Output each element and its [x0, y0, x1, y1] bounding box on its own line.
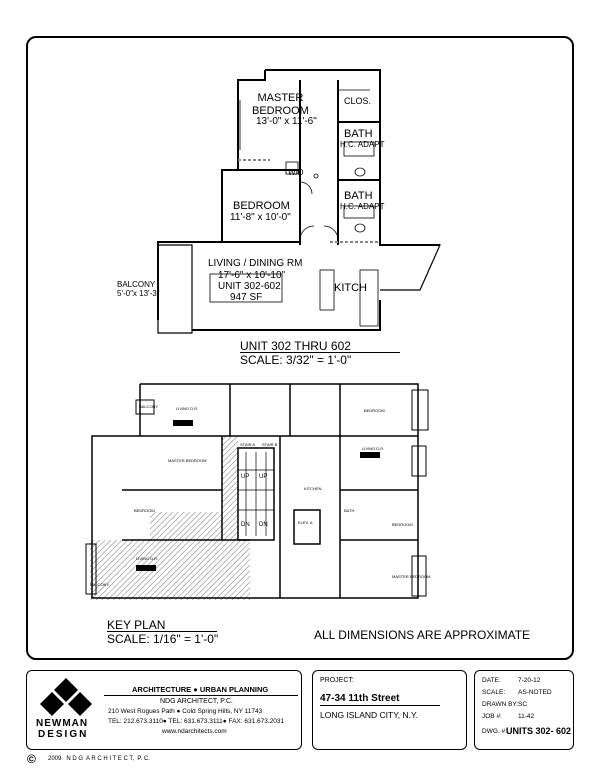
- key-up-1: UP: [241, 474, 250, 480]
- bath1-note: H.C. ADAPT: [340, 140, 385, 149]
- firm-name: NDG ARCHITECT, P.C.: [160, 698, 233, 705]
- key-dn-1: DN: [241, 522, 250, 528]
- firm-address: 210 West Rogues Path ● Cold Spring Hills…: [108, 708, 263, 715]
- unit-name-label: UNIT 302-602: [218, 281, 281, 292]
- info-box: [474, 670, 574, 750]
- unit-floor-plan: [157, 69, 441, 334]
- kitchen-label: KITCH: [334, 282, 367, 294]
- key-living-right: LIVING D.R.: [362, 446, 385, 451]
- balcony-label: BALCONY: [117, 280, 156, 289]
- project-city: LONG ISLAND CITY, N.Y.: [320, 710, 418, 720]
- key-bedroom-top: BEDROOM: [364, 408, 385, 413]
- key-plan-title: KEY PLAN: [107, 618, 166, 632]
- key-master-bedroom-right: MASTER BEDROOM: [392, 574, 431, 579]
- key-dn-2: DN: [259, 522, 268, 528]
- key-bedroom-left: BEDROOM: [134, 508, 155, 513]
- firm-phones: TEL: 212.673.3110● TEL: 631.673.3111● FA…: [108, 718, 285, 725]
- job-value: 11-42: [518, 713, 535, 720]
- dimensions-note: ALL DIMENSIONS ARE APPROXIMATE: [314, 628, 531, 642]
- living-dims: 17'-6" x 10'-10": [218, 270, 286, 281]
- date-label: DATE:: [482, 677, 501, 684]
- scale-value: AS-NOTED: [518, 689, 552, 696]
- unit-area-label: 947 SF: [230, 292, 263, 303]
- key-stair-b: STAIR B: [262, 442, 278, 447]
- bath2-note: H.C. ADAPT: [340, 202, 385, 211]
- bedroom-label: BEDROOM: [233, 200, 290, 212]
- bedroom-dims: 11'-8" x 10'-0": [230, 212, 291, 223]
- key-kitchen: KITCHEN: [304, 486, 322, 491]
- logo-sub: DESIGN: [38, 729, 89, 740]
- drawing-border: [26, 36, 574, 660]
- key-floor-plan: [85, 383, 429, 600]
- master-bedroom-dims: 13'-0" x 11'-6": [256, 116, 317, 127]
- firm-tagline-rule: [104, 695, 298, 696]
- firm-web: www.ndarchitects.com: [162, 728, 227, 735]
- key-balcony-top: BALCONY: [139, 404, 159, 409]
- copyright-text: 2009 N D G A R C H I T E C T, P. C.: [48, 756, 150, 762]
- project-box: [312, 670, 467, 750]
- key-balcony-bottom: BALCONY: [90, 582, 110, 587]
- key-stair-a: STAIR A: [240, 442, 256, 447]
- unit-plan-title: UNIT 302 THRU 602: [240, 339, 351, 353]
- drawn-label: DRAWN BY:: [482, 701, 519, 708]
- logo-name: NEWMAN: [36, 718, 89, 729]
- copyright-icon: ©: [27, 752, 36, 766]
- balcony-dims: 5'-0"x 13'-3": [117, 289, 160, 298]
- scale-label: SCALE:: [482, 689, 506, 696]
- date-value: 7-20-12: [518, 677, 541, 684]
- unit-plan-scale: SCALE: 3/32" = 1'-0": [240, 353, 352, 367]
- project-name: 47-34 11th Street: [320, 693, 400, 704]
- dwg-value: UNITS 302- 602: [506, 726, 572, 736]
- dwg-label: DWG. #:: [482, 728, 507, 735]
- key-up-2: UP: [259, 474, 268, 480]
- project-name-rule: [320, 705, 440, 706]
- firm-box: [26, 670, 302, 750]
- firm-tagline: ARCHITECTURE ● URBAN PLANNING: [132, 685, 269, 694]
- key-bedroom-right: BEDROOM: [392, 522, 413, 527]
- bath1-label: BATH: [344, 128, 373, 140]
- key-living-bottom: LIVING D.R.: [136, 556, 159, 561]
- unit-plan-title-rule: [240, 352, 400, 353]
- closet-label: CLOS.: [344, 96, 372, 106]
- key-living-top: LIVING D.R.: [176, 406, 199, 411]
- job-label: JOB #:: [482, 713, 502, 720]
- project-label: PROJECT:: [320, 677, 354, 684]
- key-bath: BATH: [344, 508, 355, 513]
- key-plan-scale: SCALE: 1/16" = 1'-0": [107, 632, 219, 646]
- newman-logo-mark: [40, 678, 92, 716]
- wd-label: W/D: [288, 168, 304, 177]
- key-master-bedroom-left: MASTER BEDROOM: [168, 458, 207, 463]
- master-bedroom-label: MASTER BEDROOM: [252, 92, 309, 117]
- bath2-label: BATH: [344, 190, 373, 202]
- key-elev: ELEV. A: [298, 520, 313, 525]
- key-plan-title-rule: [107, 631, 217, 632]
- drawn-value: SC: [518, 701, 528, 708]
- living-label: LIVING / DINING RM: [208, 258, 303, 269]
